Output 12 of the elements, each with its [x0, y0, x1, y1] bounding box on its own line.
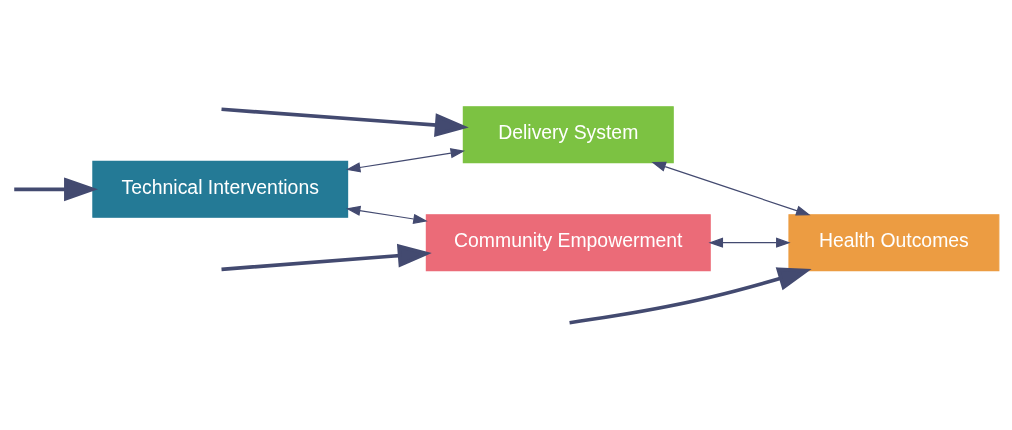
arrow [221, 107, 469, 137]
node-box: Technical Interventions [92, 160, 349, 218]
arrow [651, 161, 811, 216]
arrow [14, 177, 99, 202]
node-box: Delivery System [462, 106, 674, 164]
node-box: Health Outcomes [788, 214, 1000, 272]
arrow [221, 243, 432, 272]
node-box: Community Empowerment [425, 214, 711, 272]
arrow [569, 267, 812, 325]
arrow [345, 205, 428, 224]
arrow [708, 237, 791, 248]
arrow [345, 148, 466, 173]
